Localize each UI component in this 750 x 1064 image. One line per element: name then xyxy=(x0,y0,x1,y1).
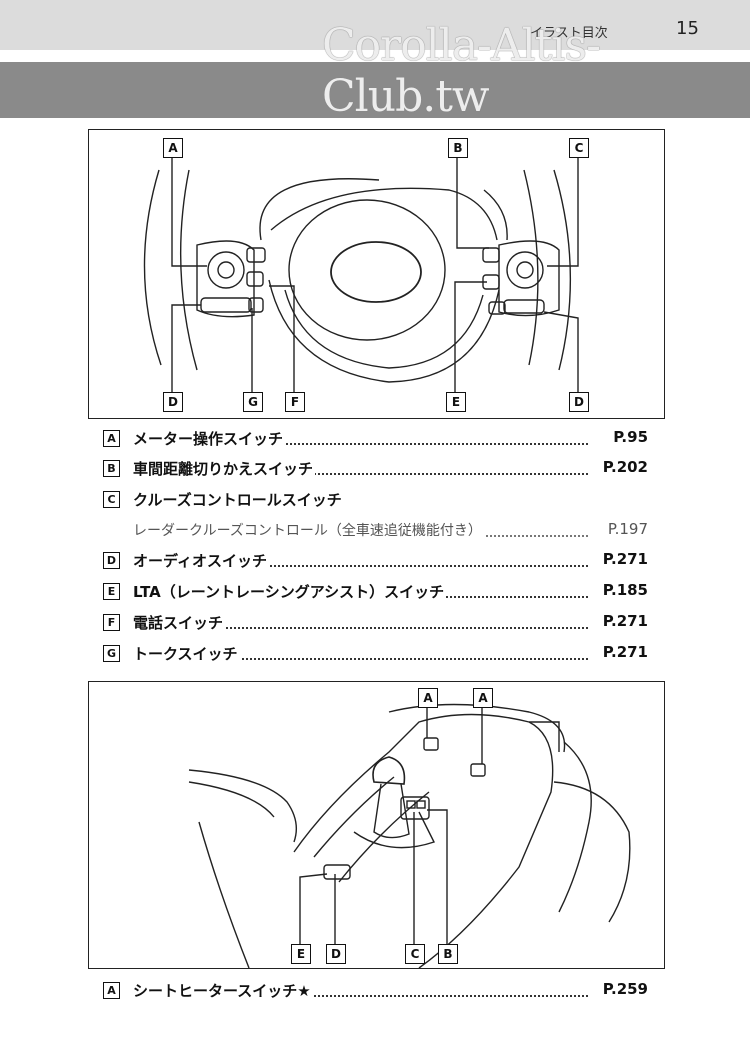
page-reference: P.271 xyxy=(600,612,648,630)
leader-dots xyxy=(133,565,588,567)
legend-key: F xyxy=(103,614,120,631)
legend-text: トークスイッチ xyxy=(133,643,240,664)
header-band-light xyxy=(0,0,750,50)
legend-item: B 車間距離切りかえスイッチ P.202 xyxy=(103,458,648,480)
page-reference: P.259 xyxy=(600,980,648,998)
center-console-figure: A A E D C B xyxy=(88,681,665,969)
legend-item: A メーター操作スイッチ P.95 xyxy=(103,428,648,450)
leader-dots xyxy=(133,658,588,660)
legend-subitem: レーダークルーズコントロール（全車速追従機能付き） P.197 xyxy=(103,520,648,542)
page-reference: P.271 xyxy=(600,550,648,568)
callout-label-a-right: A xyxy=(473,688,493,708)
legend-item: A シートヒータースイッチ★ P.259 xyxy=(103,980,648,1002)
legend-key: D xyxy=(103,552,120,569)
callout-label-e: E xyxy=(291,944,311,964)
callout-label-b: B xyxy=(448,138,468,158)
callout-label-f: F xyxy=(285,392,305,412)
callout-label-c: C xyxy=(405,944,425,964)
legend-text: シートヒータースイッチ★ xyxy=(133,980,313,1001)
callout-label-d-right: D xyxy=(569,392,589,412)
steering-wheel-drawing xyxy=(143,157,579,392)
legend-text: メーター操作スイッチ xyxy=(133,428,286,449)
legend-item: G トークスイッチ P.271 xyxy=(103,643,648,665)
callout-label-d: D xyxy=(326,944,346,964)
leader-dots xyxy=(133,995,588,997)
callout-label-d-left: D xyxy=(163,392,183,412)
page-reference: P.197 xyxy=(605,520,648,538)
page-number: 15 xyxy=(676,18,699,39)
header-band-dark xyxy=(0,62,750,118)
leader-dots xyxy=(133,443,588,445)
legend-item: F 電話スイッチ P.271 xyxy=(103,612,648,634)
callout-label-a-left: A xyxy=(418,688,438,708)
legend-key: E xyxy=(103,583,120,600)
watermark: Corolla-Altis-Club.tw xyxy=(322,20,601,122)
legend-text: クルーズコントロールスイッチ xyxy=(133,489,344,510)
legend-key: A xyxy=(103,430,120,447)
page-reference: P.202 xyxy=(600,458,648,476)
legend-item: D オーディオスイッチ P.271 xyxy=(103,550,648,572)
legend-text: LTA（レーントレーシングアシスト）スイッチ xyxy=(133,581,447,602)
callout-label-c: C xyxy=(569,138,589,158)
callout-label-g: G xyxy=(243,392,263,412)
legend-key: A xyxy=(103,982,120,999)
legend-text: レーダークルーズコントロール（全車速追従機能付き） xyxy=(133,520,484,540)
legend-item: E LTA（レーントレーシングアシスト）スイッチ P.185 xyxy=(103,581,648,603)
callout-label-b: B xyxy=(438,944,458,964)
page-reference: P.95 xyxy=(611,428,648,446)
leader-dots xyxy=(133,473,588,475)
section-title: イラスト目次 xyxy=(530,26,608,41)
legend-text: オーディオスイッチ xyxy=(133,550,269,571)
center-console-drawing xyxy=(188,703,631,968)
page-reference: P.271 xyxy=(600,643,648,661)
callout-label-e: E xyxy=(446,392,466,412)
page-reference: P.185 xyxy=(600,581,648,599)
legend-key: C xyxy=(103,491,120,508)
steering-wheel-figure: A B C D G F E D xyxy=(88,129,665,419)
legend-key: B xyxy=(103,460,120,477)
legend-text: 電話スイッチ xyxy=(133,612,226,633)
legend-text: 車間距離切りかえスイッチ xyxy=(133,458,316,479)
legend-item: C クルーズコントロールスイッチ xyxy=(103,489,648,511)
legend-key: G xyxy=(103,645,120,662)
leader-dots xyxy=(133,627,588,629)
callout-label-a: A xyxy=(163,138,183,158)
